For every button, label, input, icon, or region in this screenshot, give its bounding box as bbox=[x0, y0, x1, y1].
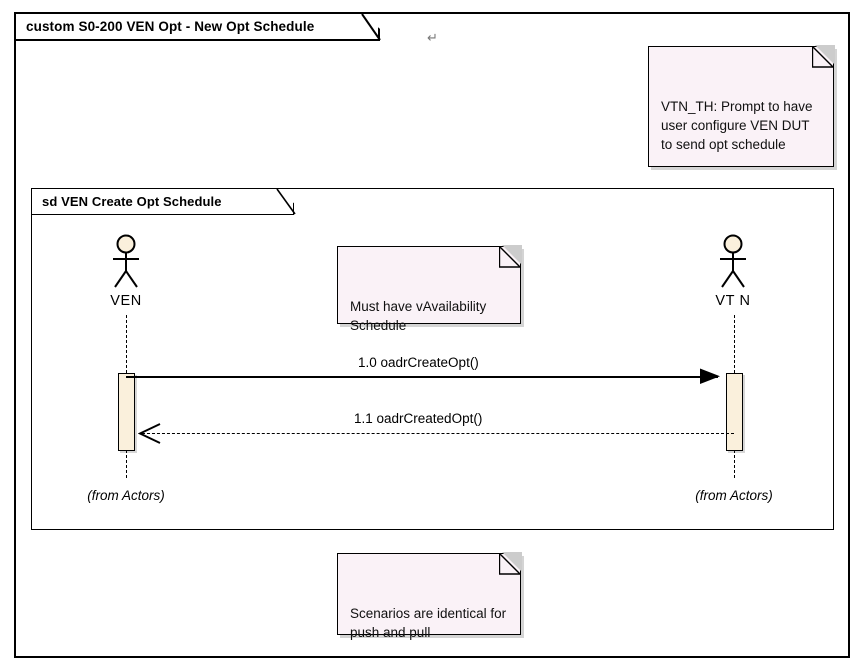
lifeline-head-ven[interactable]: VEN bbox=[86, 232, 166, 309]
note-vavailability: Must have vAvailability Schedule bbox=[337, 245, 522, 333]
note-fold-icon bbox=[812, 46, 834, 68]
lifeline-stereotype-vtn: (from Actors) bbox=[695, 488, 773, 503]
stick-figure-actor-icon bbox=[720, 234, 746, 288]
message-label-1: 1.0 oadrCreateOpt() bbox=[358, 355, 479, 370]
note-fold-icon bbox=[499, 553, 521, 575]
message-line-1[interactable] bbox=[126, 376, 718, 378]
note-fold-icon bbox=[499, 246, 521, 268]
stick-figure-actor-icon bbox=[113, 234, 139, 288]
message-label-2: 1.1 oadrCreatedOpt() bbox=[354, 411, 483, 426]
outer-frame-label: custom S0-200 VEN Opt - New Opt Schedule bbox=[16, 14, 380, 41]
filled-triangle-arrowhead-icon bbox=[700, 368, 720, 384]
activation-bar-vtn bbox=[726, 373, 743, 451]
return-pilcrow-icon: ↵ bbox=[427, 31, 438, 46]
lifeline-label-vtn: VT N bbox=[715, 293, 751, 309]
message-line-2[interactable] bbox=[142, 433, 734, 434]
lifeline-label-ven: VEN bbox=[110, 293, 142, 309]
note-scenarios-text: Scenarios are identical for push and pul… bbox=[350, 606, 507, 640]
note-vavailability-text: Must have vAvailability Schedule bbox=[350, 299, 487, 333]
inner-sd-frame: sd VEN Create Opt Schedule bbox=[31, 188, 834, 530]
lifeline-stereotype-ven: (from Actors) bbox=[87, 488, 165, 503]
open-line-arrowhead-icon bbox=[138, 423, 161, 444]
note-vtn-th-text: VTN_TH: Prompt to have user configure VE… bbox=[661, 99, 813, 152]
inner-frame-label: sd VEN Create Opt Schedule bbox=[32, 189, 294, 215]
lifeline-head-vtn[interactable]: VT N bbox=[693, 232, 773, 309]
note-vtn-th: VTN_TH: Prompt to have user configure VE… bbox=[648, 45, 835, 167]
activation-bar-ven bbox=[118, 373, 135, 451]
note-scenarios: Scenarios are identical for push and pul… bbox=[337, 552, 522, 640]
